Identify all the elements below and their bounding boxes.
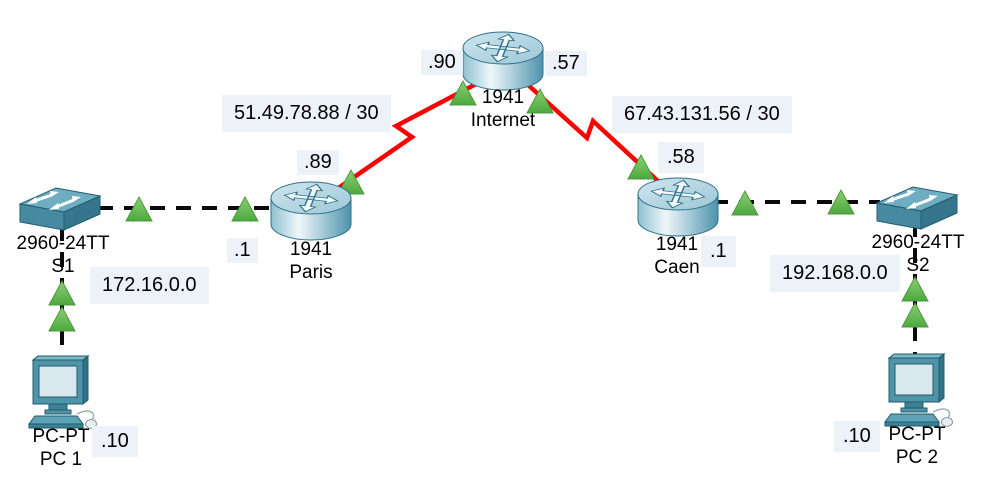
device-model: 2960-24TT xyxy=(871,232,965,253)
link-status-up-icon xyxy=(901,275,929,302)
device-model: PC-PT xyxy=(888,424,946,445)
note-paris-lan-ip[interactable]: .1 xyxy=(227,238,258,263)
note-caen-lan-ip[interactable]: .1 xyxy=(701,236,736,267)
note-paris-serial-ip[interactable]: .89 xyxy=(297,150,339,175)
device-model: 1941 xyxy=(655,234,699,255)
device-name: PC 1 xyxy=(39,449,83,470)
link-status-up-icon xyxy=(627,153,655,180)
device-caption-s1: 2960-24TT S1 xyxy=(0,232,133,278)
device-name: Caen xyxy=(654,257,700,278)
link-status-up-icon xyxy=(827,188,855,215)
note-wan2-subnet[interactable]: 67.43.131.56 / 30 xyxy=(612,96,792,133)
device-model: 1941 xyxy=(289,239,333,260)
link-status-up-icon xyxy=(731,189,759,216)
link-status-up-icon xyxy=(125,195,153,222)
link-status-up-icon xyxy=(231,195,259,222)
note-lan2-subnet[interactable]: 192.168.0.0 xyxy=(770,255,900,292)
device-name: PC 2 xyxy=(895,447,939,468)
switch-s2-icon[interactable] xyxy=(873,179,961,240)
pc1-icon[interactable] xyxy=(25,352,99,439)
link-status-up-icon xyxy=(901,301,929,328)
serial-link-internet-caen[interactable] xyxy=(525,82,662,185)
router-caen-icon[interactable] xyxy=(636,176,720,243)
device-caption-pc1: PC-PT PC 1 xyxy=(0,425,131,471)
link-status-up-icon xyxy=(337,168,365,195)
switch-s1-icon[interactable] xyxy=(16,180,104,241)
note-lan1-subnet[interactable]: 172.16.0.0 xyxy=(90,267,209,304)
device-name: S1 xyxy=(51,256,75,277)
note-internet-right-ip[interactable]: .57 xyxy=(545,51,587,76)
router-paris-icon[interactable] xyxy=(269,180,353,247)
device-caption-paris: 1941 Paris xyxy=(241,238,381,284)
router-internet-icon[interactable] xyxy=(461,30,545,97)
device-caption-caen: 1941 Caen xyxy=(607,233,747,279)
pc2-icon[interactable] xyxy=(881,350,955,437)
note-caen-serial-ip[interactable]: .58 xyxy=(658,142,704,173)
link-status-up-icon xyxy=(449,79,477,106)
link-status-up-icon xyxy=(48,279,76,306)
serial-link-paris-internet[interactable] xyxy=(335,82,478,191)
device-caption-pc2: PC-PT PC 2 xyxy=(847,423,985,469)
note-pc2-ip[interactable]: .10 xyxy=(834,421,880,452)
link-status-up-icon xyxy=(526,87,554,114)
device-name: Internet xyxy=(470,110,536,131)
device-caption-s2: 2960-24TT S2 xyxy=(848,231,985,277)
device-name: S2 xyxy=(906,255,930,276)
link-status-up-icon xyxy=(48,305,76,332)
note-wan1-subnet[interactable]: 51.49.78.88 / 30 xyxy=(222,95,391,132)
note-pc1-ip[interactable]: .10 xyxy=(92,426,138,457)
device-model: 2960-24TT xyxy=(16,233,110,254)
device-name: Paris xyxy=(289,262,333,283)
note-internet-left-ip[interactable]: .90 xyxy=(421,50,463,75)
device-model: 1941 xyxy=(481,87,525,108)
device-model: PC-PT xyxy=(32,426,90,447)
device-caption-internet: 1941 Internet xyxy=(433,86,573,132)
